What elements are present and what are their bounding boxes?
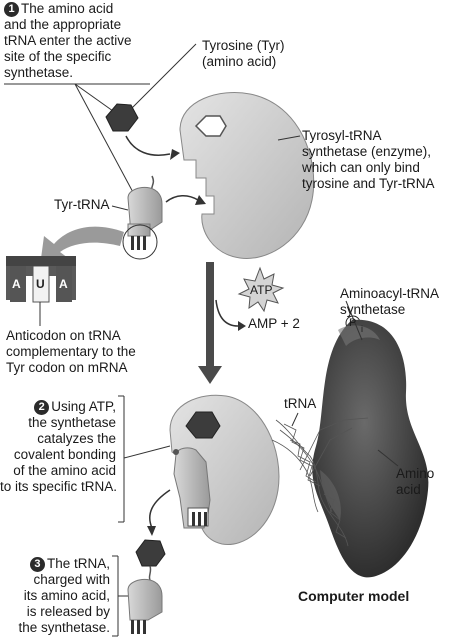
enzyme-label-line-3: which can only bind xyxy=(302,160,420,175)
step2-line-6: to its specific tRNA. xyxy=(0,479,118,494)
pi-symbol: P xyxy=(349,317,357,329)
process-arrow-shaft xyxy=(206,262,214,368)
pi-subscript: i xyxy=(361,324,363,334)
step2-number: 2 xyxy=(34,400,50,415)
leader-amino-acid-model xyxy=(377,449,399,467)
step3-line-1: The tRNA, xyxy=(46,556,110,571)
step2-line-1: Using ATP, xyxy=(51,399,116,414)
step1-line-4: site of the specific xyxy=(4,49,112,64)
model-title-line-1: Aminoacyl-tRNA xyxy=(340,286,440,301)
model-amino-acid-label: Amino acid xyxy=(396,466,434,498)
anticodon-letter-2: U xyxy=(36,277,45,291)
leader-trna-model xyxy=(291,412,299,427)
tyrosine-hexagon-top xyxy=(105,103,139,132)
model-caption: Computer model xyxy=(298,588,410,604)
amp-label: AMP + 2 xyxy=(248,316,300,332)
enzyme-label: Tyrosyl-tRNA synthetase (enzyme), which … xyxy=(302,128,435,192)
model-trna-label: tRNA xyxy=(284,396,317,411)
leader-tyrosine-label xyxy=(129,43,197,111)
step3-number: 3 xyxy=(29,557,45,572)
leader-trna xyxy=(111,205,129,211)
step2-line-4: covalent bonding xyxy=(13,447,116,462)
anticodon-label: Anticodon on tRNA complementary to the T… xyxy=(6,328,136,376)
anticodon-closeup xyxy=(6,256,76,303)
step1-line-3: tRNA enter the active xyxy=(4,33,132,48)
anticodon-label-line-3: Tyr codon on mRNA xyxy=(6,360,128,375)
tyrosine-label-line-2: (amino acid) xyxy=(202,54,277,69)
arrow-release xyxy=(149,489,171,529)
model-title-line-2: synthetase xyxy=(340,302,406,317)
arrow-tyrosine-to-enzyme xyxy=(125,135,171,156)
step1-number: 1 xyxy=(4,2,19,17)
model-amino-acid-line-1: Amino xyxy=(396,466,435,481)
enzyme-label-line-4: tyrosine and Tyr-tRNA xyxy=(302,176,435,191)
process-arrow-head xyxy=(198,366,222,384)
model-title: Aminoacyl-tRNA synthetase xyxy=(340,286,439,318)
synthetase-enzyme-bottom xyxy=(169,394,280,545)
step1-line-5: synthetase. xyxy=(4,65,74,80)
trna-ribbon xyxy=(271,417,369,547)
step3-line-5: the synthetase. xyxy=(18,620,110,635)
leader-step2 xyxy=(123,445,171,459)
anticodon-letter-3: A xyxy=(59,277,68,291)
step2-line-5: of the amino acid xyxy=(13,463,116,478)
step2-line-2: the synthetase xyxy=(28,415,116,430)
tyrosine-binding-site xyxy=(194,115,227,137)
anticodon-letter-1: A xyxy=(12,277,21,291)
amp-text: AMP + 2 xyxy=(248,316,300,331)
enzyme-label-line-1: Tyrosyl-tRNA xyxy=(302,128,382,143)
step1-line-2: and the appropriate xyxy=(4,17,122,32)
anticodon-label-line-2: complementary to the xyxy=(6,344,136,359)
step3-line-3: its amino acid, xyxy=(23,588,110,603)
leader-aminoacyl xyxy=(345,300,363,341)
computer-model-image xyxy=(271,319,429,578)
anticodon-label-line-1: Anticodon on tRNA xyxy=(6,328,121,343)
tyrosine-label-line-1: Tyrosine (Tyr) xyxy=(202,38,285,53)
step2-line-3: catalyzes the xyxy=(37,431,116,446)
step3-line-4: is released by xyxy=(26,604,110,619)
leader-to-trna xyxy=(74,83,136,197)
model-amino-acid-line-2: acid xyxy=(396,482,421,497)
arrow-trna-to-enzyme xyxy=(165,195,199,203)
synthetase-enzyme-top xyxy=(179,92,315,259)
step1-line-1: The amino acid xyxy=(21,1,114,16)
charged-trna xyxy=(127,539,166,634)
arrow-amp xyxy=(215,299,239,327)
anticodon-circle xyxy=(122,224,158,260)
atp-label: ATP xyxy=(250,283,273,297)
leader-enzyme xyxy=(277,135,301,141)
trna-label: Tyr-tRNA xyxy=(54,197,110,212)
tyrosine-label: Tyrosine (Tyr) (amino acid) xyxy=(202,38,285,70)
enzyme-label-line-2: synthetase (enzyme), xyxy=(302,144,432,159)
atp-burst xyxy=(237,266,285,313)
step3-line-2: charged with xyxy=(33,572,110,587)
